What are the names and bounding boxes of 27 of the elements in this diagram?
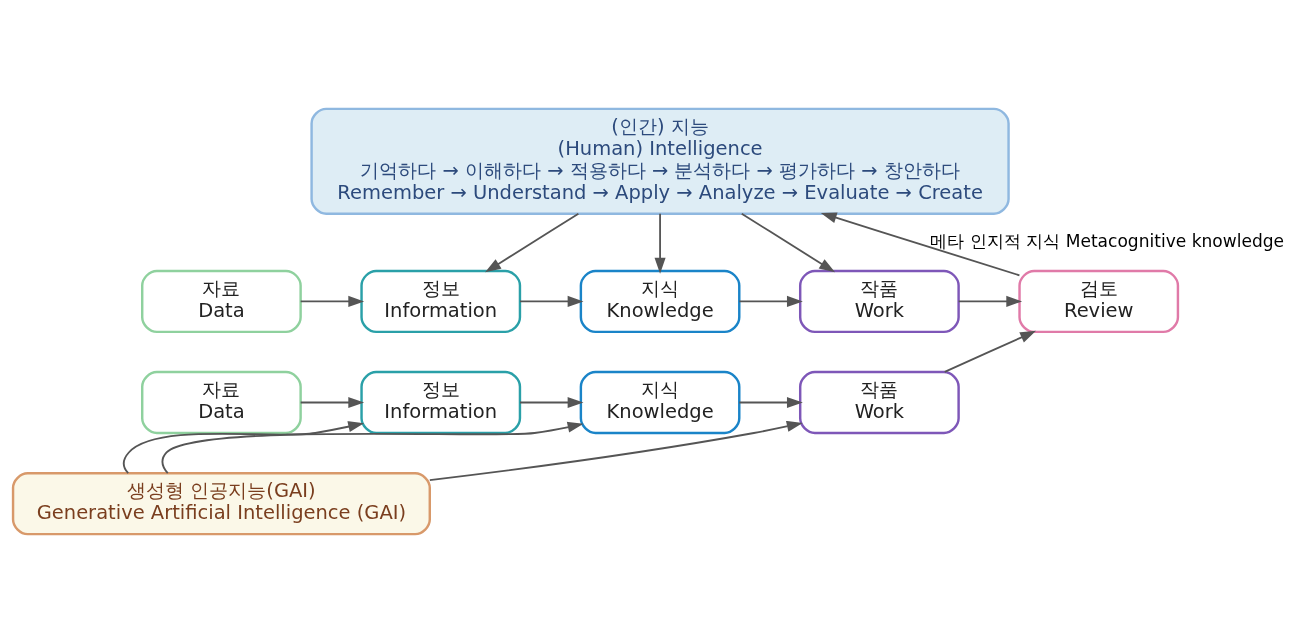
arrow	[654, 212, 666, 274]
arrow	[428, 420, 803, 481]
node-box: 정보 Information	[360, 269, 522, 333]
node-box: 자료 Data	[141, 269, 302, 333]
arrow	[820, 211, 1021, 276]
node-box: 자료 Data	[141, 370, 302, 434]
edge-label: 메타 인지적 지식 Metacognitive knowledge	[930, 230, 1285, 251]
node-box: 생성형 인공지능(GAI) Generative Artificial Intelligence (GAI)	[11, 471, 431, 535]
arrow	[519, 396, 584, 408]
arrow	[299, 295, 365, 307]
arrow	[122, 420, 365, 474]
arrow	[485, 212, 580, 272]
arrow	[519, 295, 584, 307]
arrow	[738, 396, 803, 408]
node-box: 검토 Review	[1018, 269, 1180, 333]
arrow	[738, 295, 803, 307]
node-box: 정보 Information	[360, 370, 522, 434]
node-box: 작품 Work	[799, 269, 960, 333]
node-box: 지식 Knowledge	[579, 269, 741, 333]
node-box: 작품 Work	[799, 370, 960, 434]
arrow	[299, 396, 365, 408]
arrow	[957, 295, 1023, 307]
node-box: (인간) 지능 (Human) Intelligence 기억하다 → 이해하다 → 적용하다 → 분석하다 → 평가하다 → 창안하다 Remember → Understand → Apply → Analyze → Evaluate → Create	[310, 107, 1010, 215]
node-box: 지식 Knowledge	[579, 370, 741, 434]
arrow	[943, 330, 1037, 373]
arrow	[740, 212, 836, 272]
arrow	[161, 421, 584, 474]
